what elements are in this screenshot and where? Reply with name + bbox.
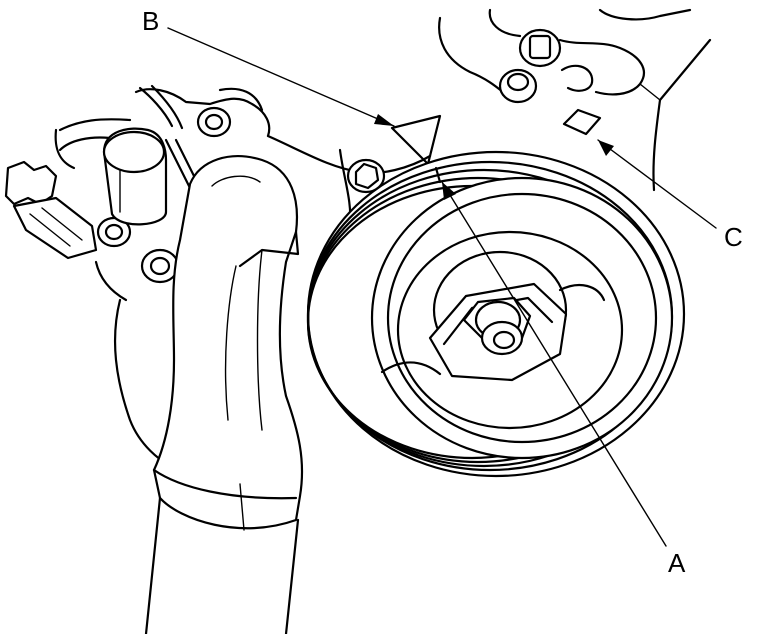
- mark-b-triangle: [390, 114, 442, 166]
- bolt-upper-2: [498, 68, 538, 104]
- bolt-cover-1: [196, 106, 232, 138]
- callout-c-label: C: [724, 222, 743, 252]
- leader-b: [167, 27, 395, 127]
- crankshaft-bolt: [462, 296, 532, 356]
- timing-cover: [54, 87, 432, 470]
- pulley-notch-mark-a: [434, 166, 442, 184]
- sensor-housing: [102, 127, 168, 226]
- mark-c-square: [562, 108, 602, 136]
- bolt-cover-2: [346, 158, 386, 194]
- leader-a: [441, 181, 667, 547]
- bolt-upper-1: [518, 28, 562, 68]
- leader-c: [597, 139, 717, 229]
- mount-bracket: [144, 155, 304, 636]
- callout-b-label: B: [142, 6, 160, 36]
- bolt-cover-3: [140, 248, 180, 284]
- callout-a-label: A: [668, 548, 686, 578]
- sensor-connector: [4, 160, 132, 260]
